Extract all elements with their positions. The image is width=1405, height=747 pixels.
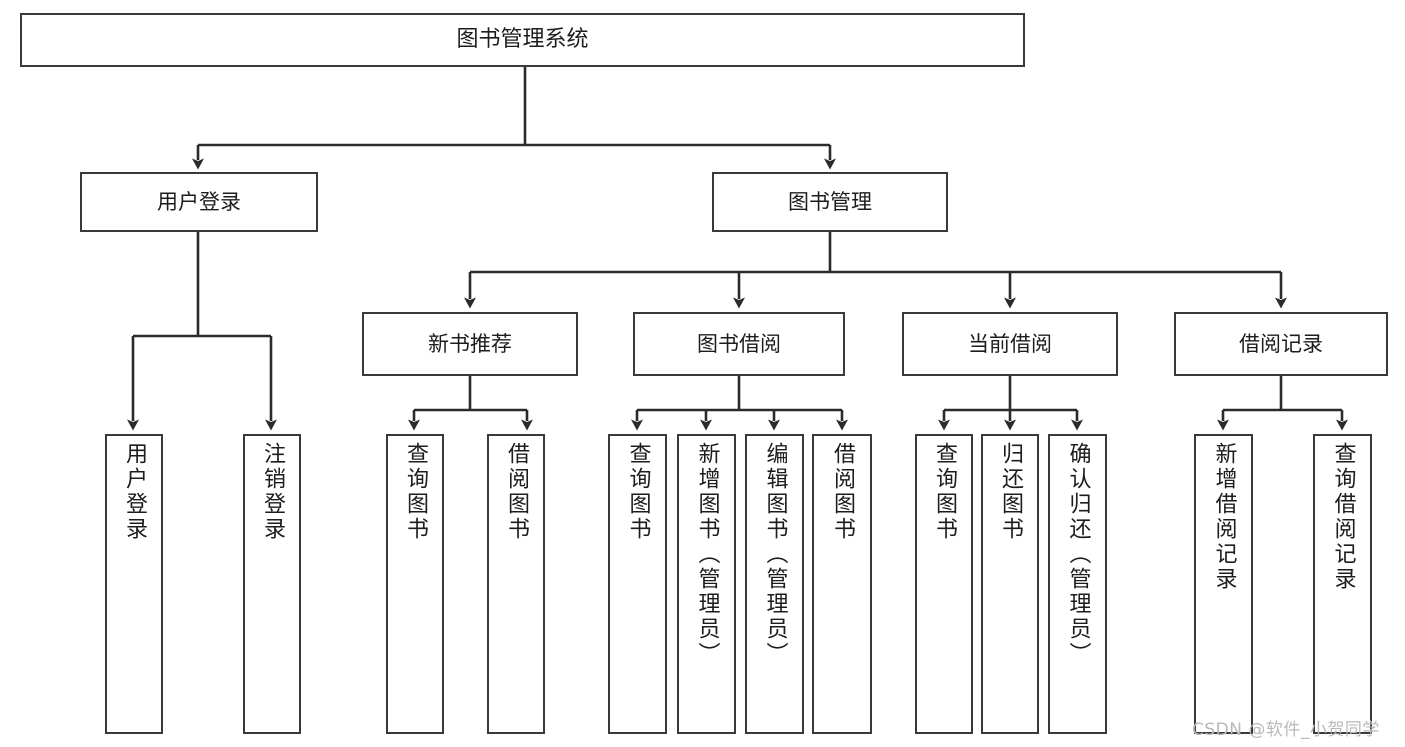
node-label: 新增借阅记录: [1211, 442, 1237, 592]
node-label: 借阅记录: [1239, 331, 1323, 356]
node-label: 图书管理: [788, 189, 872, 214]
node-label: 查询图书: [403, 442, 428, 542]
node-label: 查询图书: [932, 442, 957, 542]
node-new-book-recommend[interactable]: 新书推荐: [362, 312, 578, 376]
leaf-user-login-login[interactable]: 用户登录: [105, 434, 163, 734]
node-book-management[interactable]: 图书管理: [712, 172, 948, 232]
node-label: 确认归还（管理员）: [1065, 442, 1091, 667]
leaf-new-book-borrow-book[interactable]: 借阅图书: [487, 434, 545, 734]
leaf-current-borrow-confirm-return-admin[interactable]: 确认归还（管理员）: [1048, 434, 1107, 734]
node-label: 注销登录: [260, 442, 285, 542]
node-label: 图书借阅: [697, 331, 781, 356]
leaf-book-borrow-borrow-book[interactable]: 借阅图书: [812, 434, 872, 734]
node-label: 借阅图书: [504, 442, 529, 542]
node-label: 新增图书（管理员）: [694, 442, 720, 667]
node-current-borrow[interactable]: 当前借阅: [902, 312, 1118, 376]
node-label: 图书管理系统: [456, 27, 589, 53]
node-label: 当前借阅: [968, 331, 1052, 356]
leaf-borrow-record-query-record[interactable]: 查询借阅记录: [1313, 434, 1372, 734]
node-root-book-management-system[interactable]: 图书管理系统: [20, 13, 1025, 67]
node-label: 借阅图书: [830, 442, 855, 542]
node-label: 编辑图书（管理员）: [762, 442, 788, 667]
leaf-borrow-record-add-record[interactable]: 新增借阅记录: [1194, 434, 1253, 734]
node-label: 查询图书: [625, 442, 651, 542]
leaf-book-borrow-query-book[interactable]: 查询图书: [608, 434, 667, 734]
node-book-borrow[interactable]: 图书借阅: [633, 312, 845, 376]
node-label: 新书推荐: [428, 331, 512, 356]
node-label: 用户登录: [157, 189, 241, 214]
leaf-book-borrow-edit-book-admin[interactable]: 编辑图书（管理员）: [745, 434, 804, 734]
leaf-new-book-query-book[interactable]: 查询图书: [386, 434, 444, 734]
leaf-current-borrow-query-book[interactable]: 查询图书: [915, 434, 973, 734]
node-borrow-record[interactable]: 借阅记录: [1174, 312, 1388, 376]
leaf-book-borrow-add-book-admin[interactable]: 新增图书（管理员）: [677, 434, 736, 734]
node-label: 归还图书: [998, 442, 1023, 542]
node-label: 查询借阅记录: [1330, 442, 1356, 592]
node-label: 用户登录: [122, 442, 147, 542]
leaf-user-login-logout[interactable]: 注销登录: [243, 434, 301, 734]
leaf-current-borrow-return-book[interactable]: 归还图书: [981, 434, 1039, 734]
node-user-login[interactable]: 用户登录: [80, 172, 318, 232]
